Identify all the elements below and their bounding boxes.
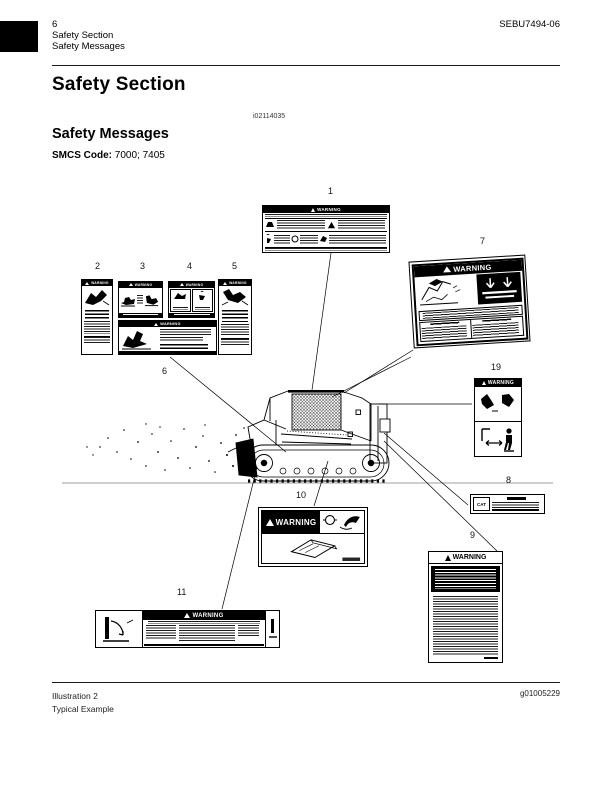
callout-3: 3	[140, 261, 146, 271]
stay-clear-text	[85, 310, 109, 319]
smcs-code-line: SMCS Code: 7000; 7405	[52, 150, 165, 161]
label-11-left-pictogram	[96, 611, 143, 647]
pinch-point-pictogram	[85, 290, 110, 306]
warning-label-5: WARNING	[218, 279, 252, 355]
warning-label-3: WARNING	[118, 281, 163, 318]
hand-crush-pictogram	[481, 394, 514, 412]
warning-label-1-title: WARNING	[317, 207, 341, 212]
label-11-right-pictogram	[265, 611, 279, 647]
running-header-left: 6 Safety Section Safety Messages	[52, 19, 125, 52]
footer-rule	[52, 682, 560, 683]
leader-lines	[169, 252, 498, 610]
label-9-paragraph	[433, 596, 498, 655]
smcs-label: SMCS Code:	[52, 150, 112, 161]
pictogram-icon	[327, 221, 335, 228]
callout-6: 6	[162, 366, 168, 376]
smcs-value: 7000; 7405	[114, 150, 165, 161]
warning-triangle-icon	[179, 283, 184, 287]
section-title: Safety Section	[52, 74, 186, 95]
dirt-spray	[86, 423, 245, 473]
warning-triangle-icon	[265, 518, 274, 526]
warning-label-10-title: WARNING	[275, 517, 317, 527]
warning-label-11-title: WARNING	[192, 612, 224, 619]
warning-triangle-icon	[223, 281, 228, 285]
warning-triangle-icon	[85, 281, 90, 285]
warning-label-4: WARNING	[168, 281, 215, 318]
label-9-hazard-box	[431, 566, 500, 592]
warning-label-19: WARNING	[474, 378, 522, 457]
callout-7: 7	[480, 236, 486, 246]
warning-label-2: WARNING	[81, 279, 113, 355]
label-4-footer	[169, 312, 214, 317]
warning-triangle-icon	[443, 266, 452, 273]
warning-triangle-icon	[311, 207, 316, 212]
machine-illustration	[62, 252, 553, 610]
topic-heading: Safety Messages	[52, 126, 169, 142]
warning-label-10: WARNING	[258, 507, 368, 567]
warning-label-7: WARNING	[408, 254, 531, 349]
callout-11: 11	[177, 587, 187, 597]
label-6-footer	[119, 351, 216, 354]
loader-arm-pictogram	[122, 331, 151, 350]
doc-code: SEBU7494-06	[499, 19, 560, 30]
callout-4: 4	[187, 261, 193, 271]
warning-triangle-icon	[154, 322, 159, 326]
callout-2: 2	[95, 261, 101, 271]
warning-label-1: WARNING	[262, 205, 390, 253]
callout-19: 19	[491, 362, 502, 372]
callout-5: 5	[232, 261, 238, 271]
track-loader-drawing	[227, 390, 391, 483]
warning-triangle-icon	[481, 381, 486, 385]
header-section: Safety Section	[52, 30, 114, 41]
tipping-pictogram	[174, 292, 186, 299]
machine-pictogram	[121, 297, 135, 307]
callout-9: 9	[470, 530, 476, 540]
warning-label-9: WARNING	[428, 551, 503, 663]
warning-label-1-textline	[265, 214, 387, 217]
page-number: 6	[52, 19, 58, 30]
header-subsection: Safety Messages	[52, 41, 125, 52]
machine-pictogram	[144, 295, 159, 307]
callout-1: 1	[328, 186, 334, 196]
pictogram-icon	[291, 235, 299, 243]
pictogram-icon	[266, 234, 271, 244]
graphic-id: g01005229	[519, 689, 560, 698]
open-book-pictogram	[290, 539, 361, 561]
operator-pictogram	[199, 290, 205, 300]
read-manual-pictogram	[323, 514, 361, 530]
callout-8: 8	[506, 475, 512, 485]
machine-rollaway-pictogram	[419, 279, 460, 306]
black-pictogram-panel	[475, 272, 522, 305]
stay-clear-text	[222, 310, 248, 322]
crush-hazard-pictogram	[221, 289, 249, 306]
warning-label-9-title: WARNING	[452, 554, 487, 561]
warning-label-11: WARNING	[95, 610, 280, 648]
illustration-note: Typical Example	[52, 704, 114, 714]
keep-distance-pictogram	[481, 428, 514, 452]
media-number: i02114035	[253, 113, 286, 120]
warning-label-6: WARNING	[118, 320, 217, 355]
warning-triangle-icon	[184, 613, 191, 618]
warning-label-8: CAT	[470, 494, 545, 514]
safety-messages-illustration: 1 2 3 4 5 6 7 8 9 10 11 19 WARNING	[45, 180, 565, 685]
header-rule	[52, 65, 560, 66]
warning-triangle-icon	[128, 283, 133, 287]
illustration-caption: Illustration 2	[52, 691, 98, 701]
warning-triangle-icon	[444, 554, 451, 561]
edge-tab-mark	[0, 21, 38, 52]
pictogram-icon	[320, 236, 327, 243]
callout-10: 10	[296, 490, 307, 500]
label-3-footer	[119, 312, 162, 317]
cat-logo: CAT	[473, 497, 490, 511]
pictogram-icon	[266, 222, 274, 229]
